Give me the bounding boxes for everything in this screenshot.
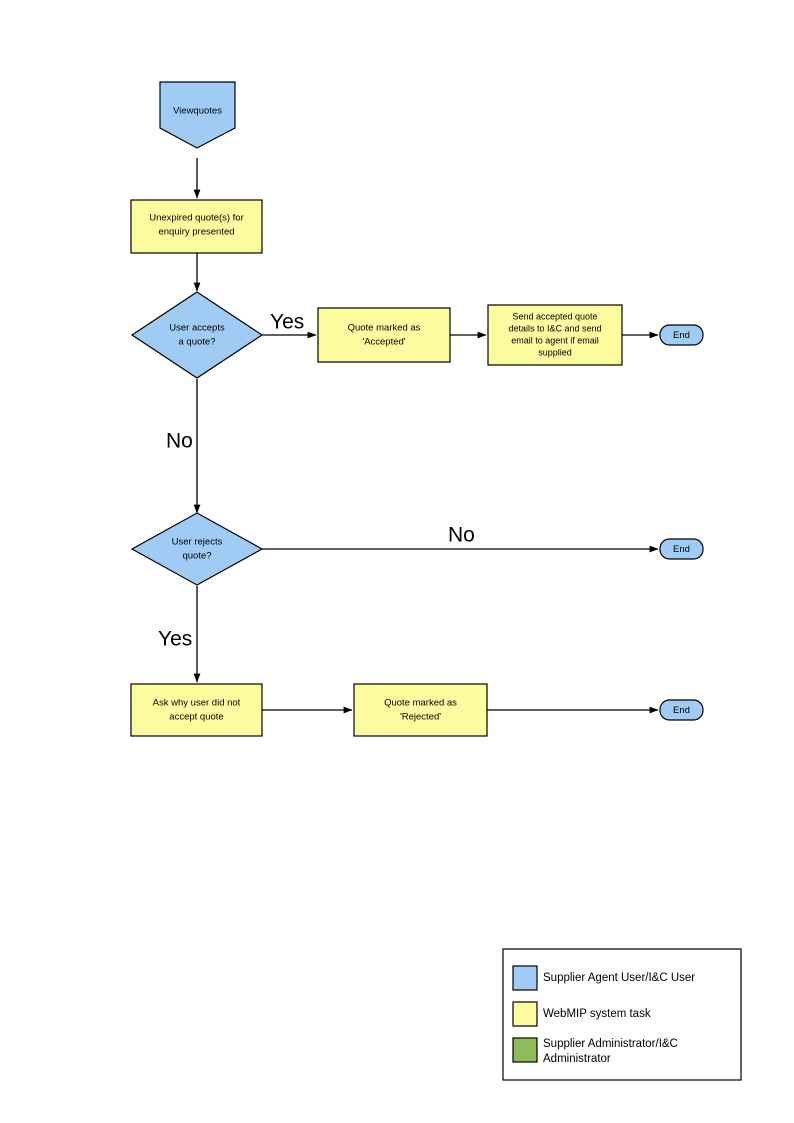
node-marked-accepted-label-line2: 'Accepted': [362, 337, 405, 348]
node-accepts-label-line2: a quote?: [179, 337, 216, 348]
process-shape: [353, 683, 488, 737]
legend-item-system: WebMIP system task: [512, 1001, 651, 1027]
node-end-no-reject-label: End: [673, 544, 690, 555]
process-shape: [130, 683, 263, 737]
node-decision-user-rejects[interactable]: User rejects quote?: [130, 512, 264, 586]
node-ask-why-label-line2: accept quote: [169, 712, 223, 723]
node-end-no-reject[interactable]: End: [659, 538, 704, 560]
legend-swatch-admin: [512, 1037, 538, 1063]
node-unexpired-quotes[interactable]: Unexpired quote(s) for enquiry presented: [130, 199, 263, 254]
node-marked-rejected-label-line1: Quote marked as: [384, 698, 457, 709]
branch-label-accepts-yes: Yes: [270, 311, 304, 334]
legend-swatch-system: [512, 1001, 538, 1027]
node-quote-marked-accepted[interactable]: Quote marked as 'Accepted': [317, 307, 451, 363]
legend: Supplier Agent User/I&C User WebMIP syst…: [502, 948, 742, 1081]
legend-item-actor: Supplier Agent User/I&C User: [512, 965, 695, 991]
diamond-shape: [130, 291, 264, 379]
legend-label-system: WebMIP system task: [543, 1008, 651, 1020]
legend-container: [502, 948, 742, 1081]
node-send-accepted-details[interactable]: Send accepted quote details to I&C and s…: [487, 304, 623, 366]
legend-swatch-actor: [512, 965, 538, 991]
node-marked-accepted-label-line1: Quote marked as: [348, 323, 421, 334]
node-marked-rejected-label-line2: 'Rejected': [400, 712, 441, 723]
legend-item-admin: Supplier Administrator/I&C Administrator: [512, 1037, 678, 1065]
node-send-details-label-line1: Send accepted quote: [512, 311, 597, 321]
node-end-accepted-label: End: [673, 330, 690, 341]
branch-label-rejects-no: No: [448, 524, 475, 547]
process-shape: [317, 307, 451, 363]
pentagon-shape: [159, 81, 236, 149]
node-start-viewquotes[interactable]: Viewquotes: [159, 81, 236, 149]
terminator-shape: [659, 538, 704, 560]
node-end-accepted[interactable]: End: [659, 324, 704, 346]
legend-label-actor: Supplier Agent User/I&C User: [543, 972, 695, 984]
node-send-details-label-line2: details to I&C and send: [508, 323, 601, 333]
node-ask-why-label-line1: Ask why user did not: [153, 698, 241, 709]
branch-label-accepts-no: No: [166, 430, 193, 453]
process-shape: [487, 304, 623, 366]
node-unexpired-label-line2: enquiry presented: [158, 227, 234, 238]
node-start-label: Viewquotes: [173, 106, 222, 117]
terminator-shape: [659, 699, 704, 721]
node-end-rejected[interactable]: End: [659, 699, 704, 721]
legend-label-admin-line1: Supplier Administrator/I&C: [543, 1038, 678, 1050]
terminator-shape: [659, 324, 704, 346]
node-end-rejected-label: End: [673, 705, 690, 716]
node-send-details-label-line3: email to agent if email: [511, 335, 599, 345]
node-ask-why-not-accepted[interactable]: Ask why user did not accept quote: [130, 683, 263, 737]
node-rejects-label-line1: User rejects: [172, 537, 223, 548]
node-send-details-label-line4: supplied: [538, 347, 572, 357]
node-decision-user-accepts[interactable]: User accepts a quote?: [130, 291, 264, 379]
branch-label-rejects-yes: Yes: [158, 628, 192, 651]
node-quote-marked-rejected[interactable]: Quote marked as 'Rejected': [353, 683, 488, 737]
node-rejects-label-line2: quote?: [182, 551, 211, 562]
legend-label-admin-line2: Administrator: [543, 1053, 611, 1065]
process-shape: [130, 199, 263, 254]
node-unexpired-label-line1: Unexpired quote(s) for: [149, 213, 244, 224]
node-accepts-label-line1: User accepts: [169, 323, 225, 334]
connector-group: [193, 158, 659, 714]
diamond-shape: [130, 512, 264, 586]
